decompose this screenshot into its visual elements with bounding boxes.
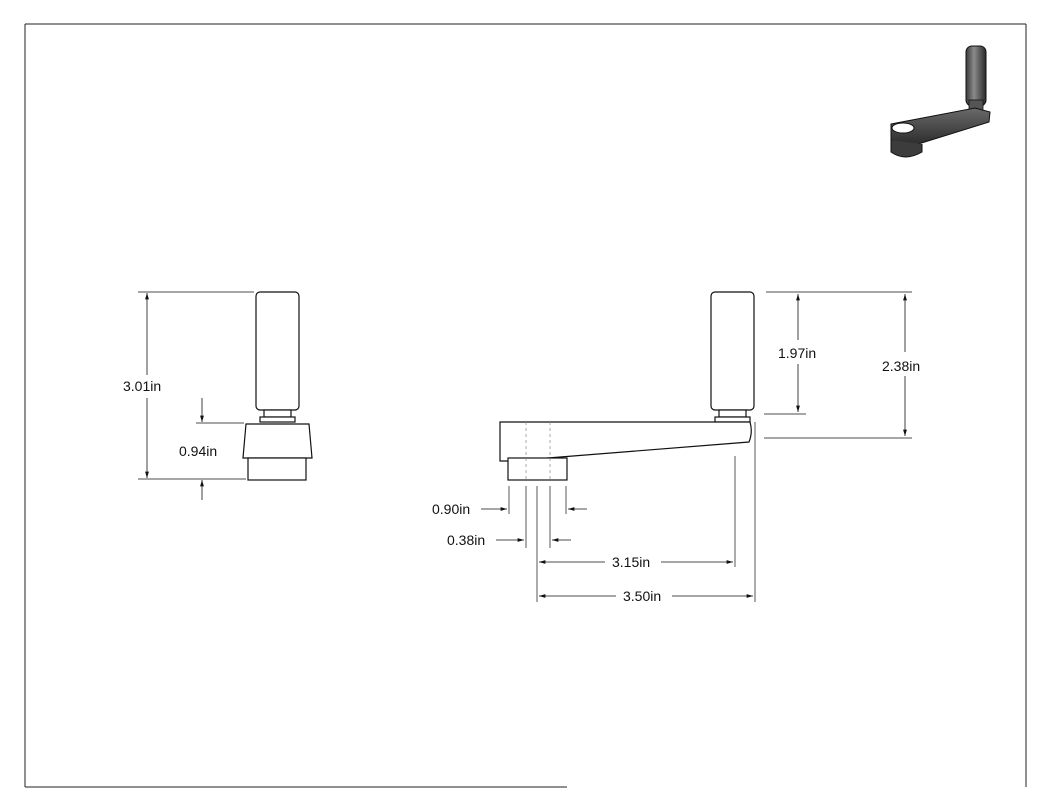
dim-label-0-94: 0.94in <box>179 443 217 459</box>
side-view <box>242 291 313 481</box>
dim-bore-diameter: 0.38in <box>447 532 571 548</box>
dim-overall-length: 3.50in <box>539 588 753 604</box>
dim-label-0-38: 0.38in <box>447 532 485 548</box>
dim-front-overall-height: 2.38in <box>882 294 920 436</box>
dim-front-grip-height: 1.97in <box>778 294 816 412</box>
dim-label-3-01: 3.01in <box>123 378 161 394</box>
side-view-extensions <box>138 291 254 480</box>
dim-hub-outer-diameter: 0.90in <box>432 501 587 517</box>
dim-side-hub-height: 0.94in <box>179 398 217 500</box>
dim-label-3-15: 3.15in <box>612 554 650 570</box>
sheet-border <box>24 23 1027 788</box>
dim-label-2-38: 2.38in <box>882 358 920 374</box>
dim-label-3-50: 3.50in <box>623 588 661 604</box>
dim-label-0-90: 0.90in <box>432 501 470 517</box>
front-view <box>499 291 755 481</box>
dim-side-overall-height: 3.01in <box>123 293 161 478</box>
dim-crank-radius: 3.15in <box>539 554 733 570</box>
iso-preview <box>890 45 991 158</box>
front-view-extensions <box>508 291 912 602</box>
dim-label-1-97: 1.97in <box>778 345 816 361</box>
